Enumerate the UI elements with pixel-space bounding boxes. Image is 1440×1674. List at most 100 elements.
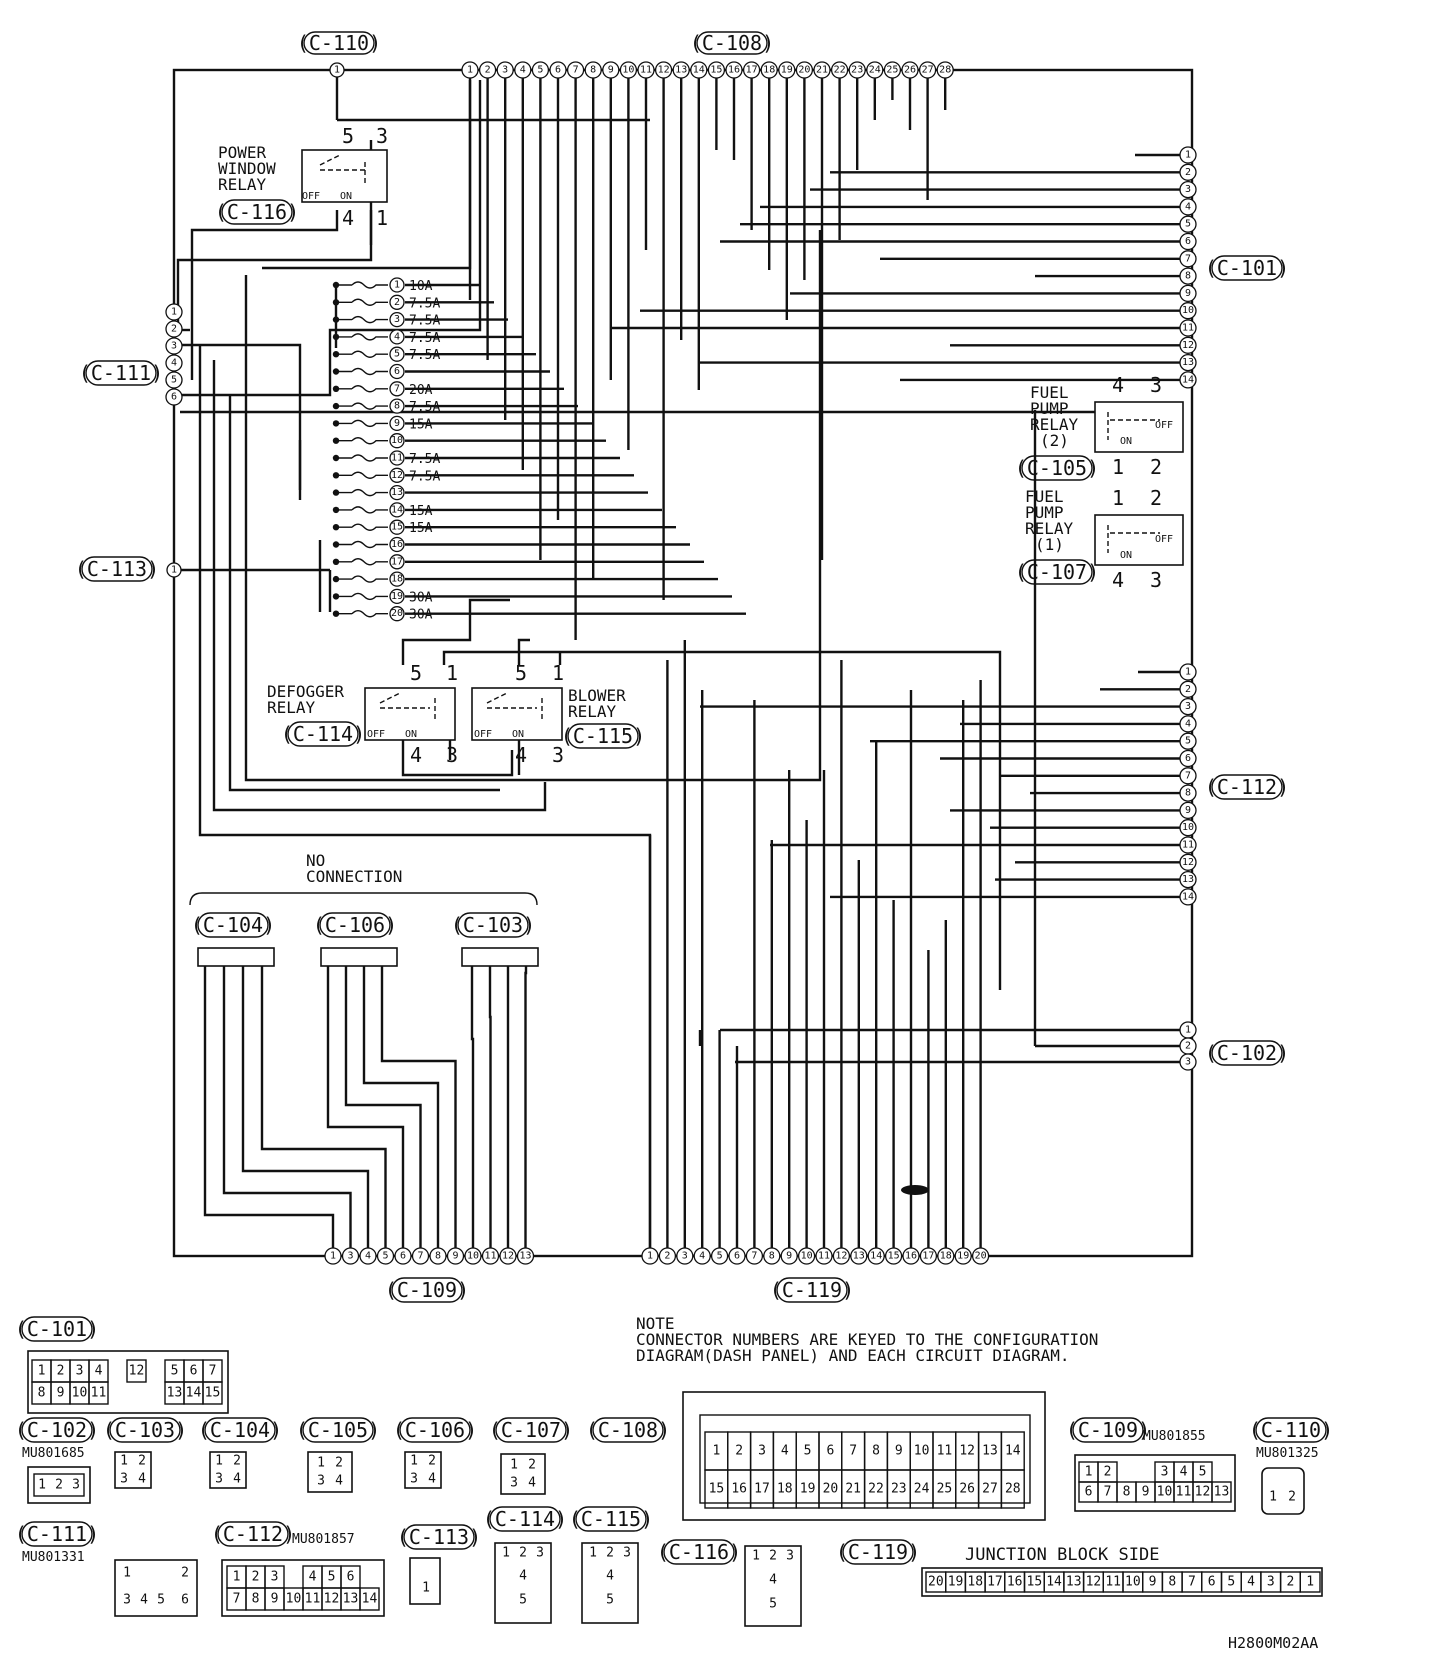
connector-c112-label: (C-112) (1205, 774, 1289, 800)
svg-text:2: 2 (181, 1566, 189, 1581)
c119-pin-9: 9 (780, 1247, 798, 1265)
c108-pin-15: 15 (707, 61, 726, 79)
svg-text:WINDOW: WINDOW (218, 159, 276, 178)
svg-text:18: 18 (967, 1575, 983, 1590)
svg-text:4: 4 (519, 1569, 527, 1584)
c108-pin-10: 10 (619, 61, 638, 79)
svg-text:3: 3 (1150, 568, 1162, 592)
c109-pin-9: 9 (446, 1247, 465, 1265)
svg-text:10: 10 (914, 1444, 930, 1459)
svg-text:(C-103): (C-103) (451, 913, 535, 937)
connector-c107-label: (C-107) (1015, 559, 1099, 585)
svg-text:8: 8 (590, 65, 596, 76)
c119-pin-6: 6 (728, 1247, 746, 1265)
svg-text:8: 8 (435, 1251, 441, 1262)
svg-text:4: 4 (171, 358, 177, 369)
c108-pin-2: 2 (478, 61, 497, 79)
svg-text:4: 4 (410, 743, 422, 767)
svg-text:2: 2 (1150, 486, 1162, 510)
svg-text:12: 12 (1086, 1575, 1102, 1590)
c112-pin-8: 8 (1179, 784, 1197, 802)
svg-text:(C-105): (C-105) (296, 1418, 380, 1442)
svg-text:20: 20 (823, 1482, 839, 1497)
svg-text:2: 2 (485, 65, 491, 76)
svg-text:2: 2 (1287, 1575, 1295, 1590)
c119-pin-3: 3 (676, 1247, 694, 1265)
c109-pin-6: 6 (394, 1247, 412, 1265)
svg-text:3: 3 (317, 1474, 325, 1489)
svg-text:13: 13 (982, 1444, 998, 1459)
svg-text:3: 3 (1267, 1575, 1275, 1590)
svg-text:10: 10 (467, 1251, 479, 1262)
c102-pin-column: 123 (1179, 1021, 1197, 1071)
svg-text:11: 11 (818, 1251, 830, 1262)
svg-text:13: 13 (1182, 357, 1194, 368)
c119-pin-2: 2 (658, 1247, 677, 1265)
svg-text:(C-116): (C-116) (215, 200, 299, 224)
svg-text:5: 5 (717, 1251, 723, 1262)
svg-text:10A: 10A (409, 279, 433, 294)
c112-pin-4: 4 (1179, 715, 1197, 733)
c101-pin-8: 8 (1179, 267, 1197, 285)
svg-text:1: 1 (422, 1581, 430, 1596)
svg-text:NOTE: NOTE (636, 1314, 675, 1333)
svg-text:20A: 20A (409, 383, 433, 398)
svg-text:8: 8 (769, 1251, 775, 1262)
svg-text:14: 14 (693, 65, 705, 76)
c111-pin-6: 6 (165, 388, 183, 406)
svg-text:(C-101): (C-101) (1205, 256, 1289, 280)
svg-text:7: 7 (417, 1251, 423, 1262)
svg-text:4: 4 (1185, 718, 1191, 729)
svg-text:RELAY: RELAY (1030, 415, 1079, 434)
svg-text:(C-114): (C-114) (483, 1507, 567, 1531)
connector-c114-label: (C-114) (281, 721, 365, 747)
svg-text:3: 3 (786, 1549, 794, 1564)
c109-pin-1: 1 (324, 1247, 342, 1265)
svg-text:3: 3 (394, 314, 400, 325)
svg-text:OFF: OFF (302, 191, 320, 202)
svg-text:(C-107): (C-107) (1015, 560, 1099, 584)
svg-text:17: 17 (746, 65, 758, 76)
svg-text:13: 13 (1066, 1575, 1082, 1590)
svg-text:12: 12 (324, 1592, 340, 1607)
svg-text:15: 15 (205, 1386, 221, 1401)
svg-text:(C-104): (C-104) (198, 1418, 282, 1442)
svg-text:5: 5 (519, 1593, 527, 1608)
svg-text:ON: ON (405, 729, 417, 740)
svg-text:1: 1 (1185, 1025, 1191, 1036)
svg-text:(C-113): (C-113) (397, 1525, 481, 1549)
c111-pin-5: 5 (165, 371, 183, 389)
svg-text:5: 5 (537, 65, 543, 76)
svg-text:5: 5 (1185, 736, 1191, 747)
svg-text:3: 3 (123, 1593, 131, 1608)
svg-text:12: 12 (959, 1444, 975, 1459)
svg-text:7.5A: 7.5A (409, 331, 440, 346)
svg-text:13: 13 (1182, 874, 1194, 885)
svg-text:(C-105): (C-105) (1015, 456, 1099, 480)
connector-c119-label: (C-119) (770, 1277, 854, 1303)
svg-text:4: 4 (309, 1570, 317, 1585)
svg-text:4: 4 (769, 1573, 777, 1588)
svg-text:(C-108): (C-108) (690, 31, 774, 55)
svg-text:15: 15 (391, 522, 403, 533)
svg-text:7.5A: 7.5A (409, 469, 440, 484)
svg-text:CONNECTION: CONNECTION (306, 867, 402, 886)
svg-text:2: 2 (1288, 1490, 1296, 1505)
svg-text:MU801325: MU801325 (1256, 1446, 1319, 1461)
svg-text:16: 16 (391, 539, 403, 550)
c109-pin-11: 11 (481, 1247, 500, 1265)
svg-text:9: 9 (1185, 288, 1191, 299)
svg-text:4: 4 (528, 1476, 536, 1491)
connector-c104-label: (C-104) (191, 912, 275, 938)
svg-text:24: 24 (869, 65, 881, 76)
